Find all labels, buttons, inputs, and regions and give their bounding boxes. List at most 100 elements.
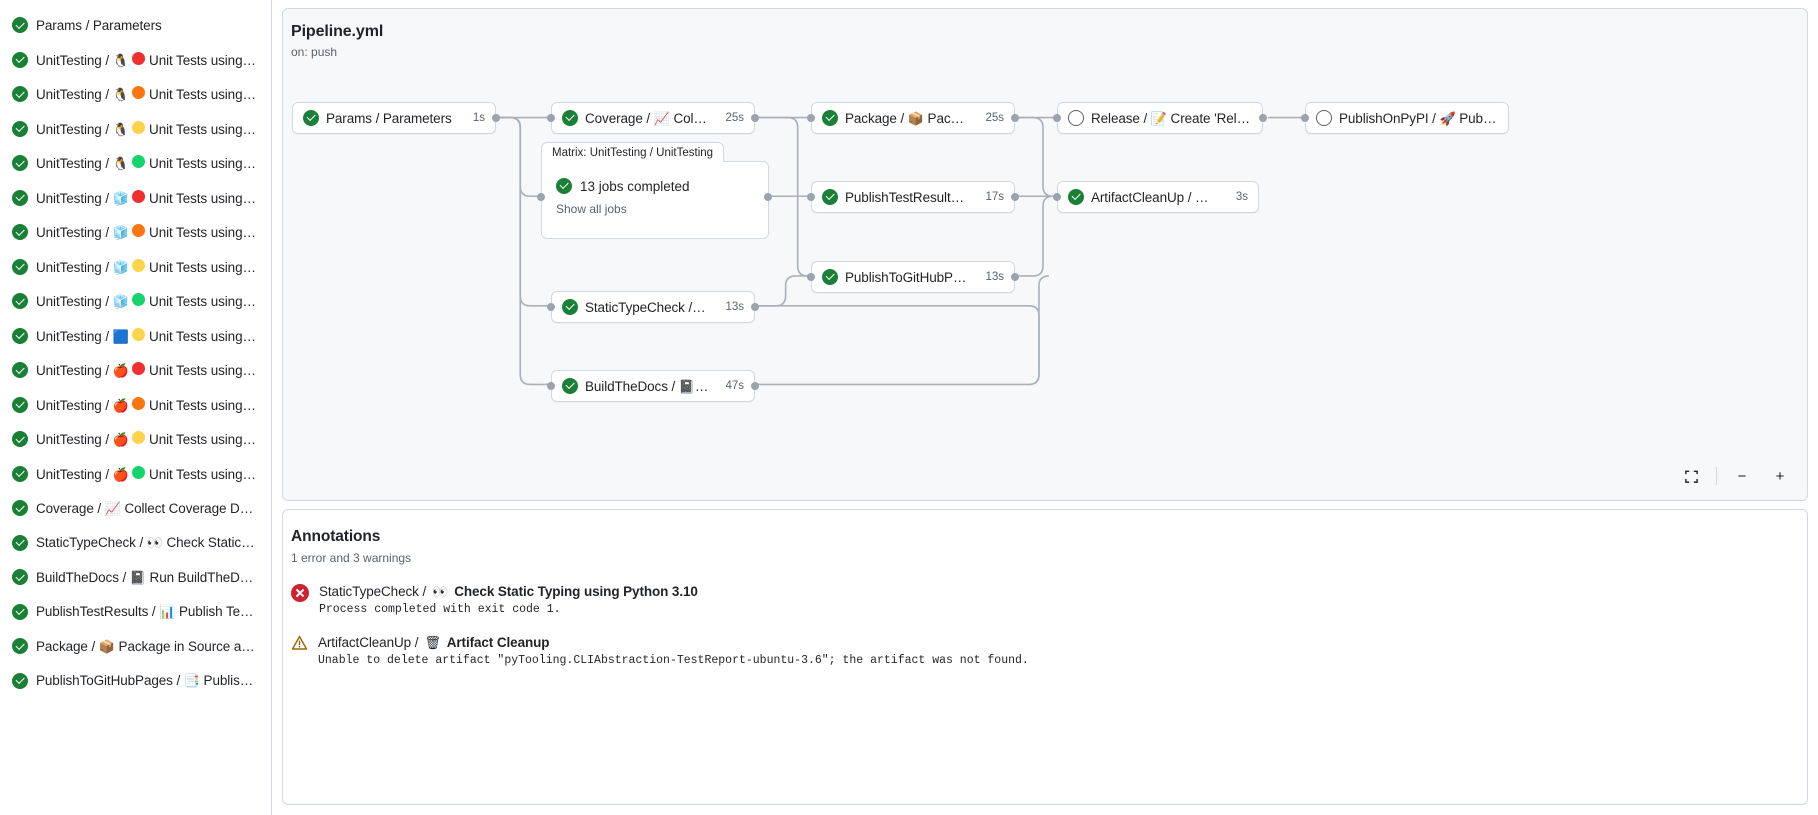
sidebar-job-item[interactable]: BuildTheDocs / 📓 Run BuildTheDocs <box>4 560 267 595</box>
graph-header: Pipeline.yml on: push <box>283 9 1807 59</box>
sidebar-job-item[interactable]: StaticTypeCheck / 👀 Check Static Typing.… <box>4 526 267 561</box>
graph-node-publishonpypi[interactable]: PublishOnPyPI / 🚀 Publish to ... <box>1305 102 1509 134</box>
graph-node-buildthedocs[interactable]: BuildTheDocs / 📓 Run Buil... 47s <box>551 370 755 402</box>
sidebar-job-item[interactable]: UnitTesting / 🧊 Unit Tests using Pyth... <box>4 284 267 319</box>
sidebar-job-item[interactable]: UnitTesting / 🍎 Unit Tests using Pyth... <box>4 457 267 492</box>
sidebar-job-item[interactable]: Coverage / 📈 Collect Coverage Data usi..… <box>4 491 267 526</box>
page-title: Pipeline.yml <box>291 23 384 40</box>
job-os-icon: 📊 <box>159 604 176 620</box>
matrix-group-tab: Matrix: UnitTesting / UnitTesting <box>541 142 725 162</box>
graph-node-artifactcleanup[interactable]: ArtifactCleanUp / 🗑 Artifac... 3s <box>1057 181 1259 213</box>
python-version-dot-icon <box>132 465 146 479</box>
job-os-icon: 📦 <box>98 638 115 654</box>
matrix-summary-row: 13 jobs completed <box>542 162 768 194</box>
sidebar-job-label: UnitTesting / 🧊 Unit Tests using Pyth... <box>36 189 257 206</box>
sidebar-job-item[interactable]: UnitTesting / 🧊 Unit Tests using Pyth... <box>4 215 267 250</box>
graph-node-package[interactable]: Package / 📦 Package in So... 25s <box>811 102 1015 134</box>
sidebar-job-item[interactable]: UnitTesting / 🍎 Unit Tests using Pyth... <box>4 422 267 457</box>
status-success-icon <box>562 378 578 394</box>
package-icon: 📦 <box>907 110 924 126</box>
annotations-summary: 1 error and 3 warnings <box>291 551 412 565</box>
status-pending-icon <box>1068 110 1084 126</box>
sidebar-job-label: UnitTesting / 🐧 Unit Tests using Pyth... <box>36 120 257 137</box>
node-port-in <box>547 303 555 311</box>
matrix-group-unittesting[interactable]: Matrix: UnitTesting / UnitTesting 13 job… <box>541 142 771 242</box>
sidebar-job-item[interactable]: UnitTesting / 🍎 Unit Tests using Pyth... <box>4 353 267 388</box>
sidebar-job-item[interactable]: PublishTestResults / 📊 Publish Test Resu… <box>4 595 267 630</box>
sidebar-job-item[interactable]: UnitTesting / 🟦 Unit Tests using Pyth... <box>4 319 267 354</box>
node-port-out <box>764 193 772 201</box>
annotation-heading: ArtifactCleanUp / 🗑 Artifact Cleanup <box>318 635 1029 650</box>
graph-node-label: Release / 📝 Create 'Release P... <box>1091 110 1252 126</box>
sidebar-job-label: UnitTesting / 🐧 Unit Tests using Pyth... <box>36 155 257 172</box>
status-success-icon <box>12 155 28 172</box>
graph-node-label: BuildTheDocs / 📓 Run Buil... <box>585 378 709 394</box>
status-success-icon <box>12 120 28 137</box>
sidebar-job-label: Params / Parameters <box>36 17 162 33</box>
graph-node-duration: 25s <box>725 112 744 124</box>
status-success-icon <box>12 51 28 68</box>
node-port-in <box>547 382 555 390</box>
node-port-out <box>751 303 759 311</box>
sidebar-job-item[interactable]: UnitTesting / 🐧 Unit Tests using Pyth... <box>4 146 267 181</box>
status-success-icon <box>12 362 28 379</box>
annotation-message: Process completed with exit code 1. <box>319 603 561 616</box>
graph-zoom-controls[interactable]: − + <box>1678 464 1793 488</box>
graph-canvas[interactable]: Params / Parameters 1s Coverage / 📈 Coll… <box>283 9 1807 500</box>
node-port-in <box>547 114 555 122</box>
job-os-icon: 🧊 <box>112 190 129 206</box>
notebook-icon: 📓 <box>678 378 695 394</box>
workflow-graph-card[interactable]: Pipeline.yml on: push <box>282 8 1808 501</box>
graph-node-duration: 25s <box>985 112 1004 124</box>
python-version-dot-icon <box>132 362 146 376</box>
sidebar-job-label: UnitTesting / 🍎 Unit Tests using Pyth... <box>36 431 257 448</box>
sidebar-job-label: UnitTesting / 🧊 Unit Tests using Pyth... <box>36 224 257 241</box>
sidebar-job-label: BuildTheDocs / 📓 Run BuildTheDocs <box>36 569 257 585</box>
sidebar-job-item[interactable]: UnitTesting / 🐧 Unit Tests using Pyth... <box>4 77 267 112</box>
zoom-in-button[interactable]: + <box>1775 467 1785 485</box>
node-port-in <box>1053 114 1061 122</box>
status-success-icon <box>12 396 28 413</box>
annotation-item[interactable]: ArtifactCleanUp / 🗑 Artifact Cleanup Una… <box>283 616 1807 667</box>
sidebar-job-item[interactable]: UnitTesting / 🧊 Unit Tests using Pyth... <box>4 250 267 285</box>
job-os-icon: 🍎 <box>112 432 129 448</box>
sidebar-job-label: StaticTypeCheck / 👀 Check Static Typing.… <box>36 535 257 551</box>
job-os-icon: 🟦 <box>112 328 129 344</box>
status-success-icon <box>12 293 28 310</box>
annotation-item[interactable]: StaticTypeCheck / 👀 Check Static Typing … <box>283 565 1807 616</box>
sidebar-job-item[interactable]: UnitTesting / 🍎 Unit Tests using Pyth... <box>4 388 267 423</box>
sidebar-job-item[interactable]: Params / Parameters <box>4 8 267 43</box>
graph-node-publishtestresults[interactable]: PublishTestResults / 📊 Pu... 17s <box>811 181 1015 213</box>
node-port-in <box>807 273 815 281</box>
graph-node-duration: 13s <box>985 271 1004 283</box>
matrix-group-body[interactable]: 13 jobs completed Show all jobs <box>541 161 769 239</box>
zoom-out-button[interactable]: − <box>1737 467 1747 485</box>
job-os-icon: 📑 <box>183 673 200 689</box>
sidebar-job-item[interactable]: PublishToGitHubPages / 📑 Publish to G... <box>4 664 267 699</box>
python-version-dot-icon <box>132 431 146 445</box>
graph-node-release[interactable]: Release / 📝 Create 'Release P... <box>1057 102 1263 134</box>
python-version-dot-icon <box>132 293 146 307</box>
rocket-icon: 🚀 <box>1439 110 1456 126</box>
error-icon <box>291 584 309 602</box>
job-os-icon: 🍎 <box>112 466 129 482</box>
graph-node-publishtogithubpages[interactable]: PublishToGitHubPages / 📑 ... 13s <box>811 261 1015 293</box>
sidebar-job-item[interactable]: Package / 📦 Package in Source and Wh... <box>4 629 267 664</box>
graph-node-label: Params / Parameters <box>326 110 452 126</box>
sidebar-job-item[interactable]: UnitTesting / 🐧 Unit Tests using Pyth... <box>4 43 267 78</box>
status-success-icon <box>562 110 578 126</box>
sidebar-job-item[interactable]: UnitTesting / 🐧 Unit Tests using Pyth... <box>4 112 267 147</box>
show-all-jobs-link[interactable]: Show all jobs <box>556 202 627 216</box>
graph-node-coverage[interactable]: Coverage / 📈 Collect Cove... 25s <box>551 102 755 134</box>
sidebar-job-item[interactable]: UnitTesting / 🧊 Unit Tests using Pyth... <box>4 181 267 216</box>
graph-node-params[interactable]: Params / Parameters 1s <box>292 102 496 134</box>
python-version-dot-icon <box>132 327 146 341</box>
fit-screen-icon[interactable] <box>1678 464 1704 488</box>
annotation-message: Unable to delete artifact "pyTooling.CLI… <box>318 654 1029 667</box>
graph-node-statictypecheck[interactable]: StaticTypeCheck / 👀 Chec... 13s <box>551 291 755 323</box>
eyes-icon: 👀 <box>432 584 449 599</box>
trash-icon: 🗑 <box>424 635 441 650</box>
